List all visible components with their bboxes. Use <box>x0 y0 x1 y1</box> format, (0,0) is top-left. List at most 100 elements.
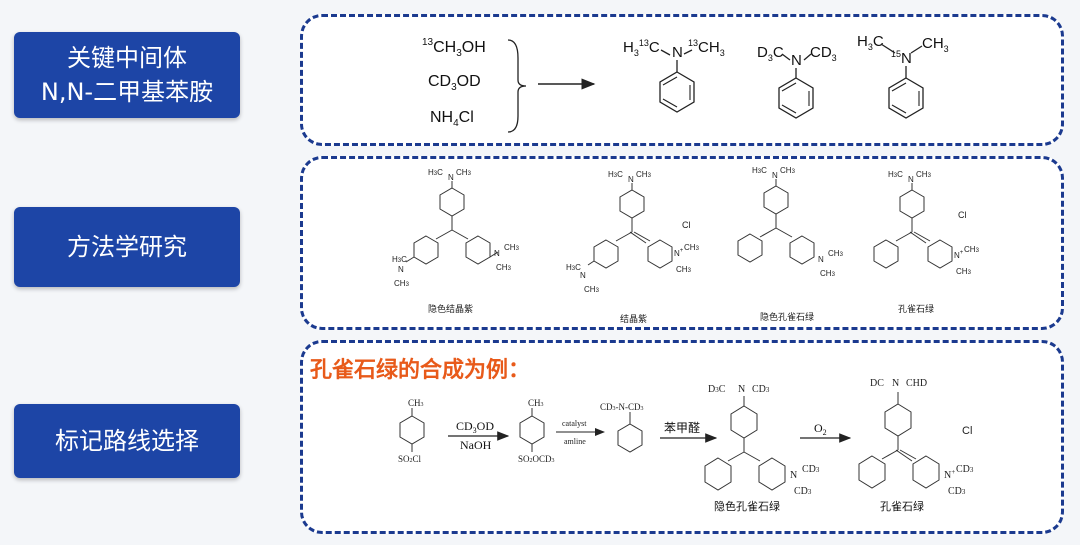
svg-text:CH3: CH3 <box>780 166 796 175</box>
reagent-13ch3oh: 13CH3OH <box>422 37 486 59</box>
structure-methyl-d3-tosylate <box>519 408 545 452</box>
svg-text:H3C: H3C <box>566 263 581 272</box>
svg-text:SO2OCD3: SO2OCD3 <box>518 454 555 464</box>
reagent-oxygen: O2 <box>814 421 827 437</box>
svg-text:H3C: H3C <box>857 33 884 52</box>
structure-malachite-green <box>873 183 953 269</box>
svg-text:CH3: CH3 <box>916 170 932 179</box>
d6-aniline-label: CD3-N-CD3 <box>600 402 644 412</box>
label-key-intermediate: 关键中间体 N,N-二甲基苯胺 <box>14 32 240 118</box>
caption-route-mg: 孔雀石绿 <box>880 499 924 513</box>
product-13c-dimethylaniline: H313C N 13CH3 <box>623 38 725 113</box>
svg-text:CD3: CD3 <box>802 464 820 475</box>
reagent-list: 13CH3OH CD3OD NH4Cl <box>422 37 486 129</box>
svg-text:CH3: CH3 <box>684 243 700 252</box>
structure-tosyl-chloride <box>399 408 425 452</box>
reagent-brace <box>507 39 527 133</box>
svg-text:CD3: CD3 <box>810 44 837 63</box>
structure-leuco-malachite-green <box>737 179 815 265</box>
reagent-benzaldehyde: 苯甲醛 <box>664 420 700 435</box>
svg-text:N+: N+ <box>954 250 964 260</box>
tosyl-chloride-labels: CH3 SO2Cl <box>398 398 424 464</box>
svg-text:CHD: CHD <box>906 378 927 389</box>
caption-malachite-green: 孔雀石绿 <box>898 303 934 315</box>
product-d6-dimethylaniline: D3C N CD3 <box>757 44 837 119</box>
reagent-naoh-label: NaOH <box>460 438 492 452</box>
svg-text:N: N <box>791 52 802 69</box>
svg-text:15N: 15N <box>891 49 912 67</box>
svg-text:N: N <box>892 378 899 389</box>
caption-crystal-violet: 结晶紫 <box>620 313 647 325</box>
svg-text:N: N <box>580 271 586 280</box>
svg-text:D3C: D3C <box>708 384 726 395</box>
svg-text:CD3: CD3 <box>752 384 770 395</box>
reagent-catalyst: catalyst <box>562 419 587 428</box>
reagent-cd3od-label: CD3OD <box>456 419 494 435</box>
label-methodology: 方法学研究 <box>14 207 240 287</box>
svg-text:N+: N+ <box>944 468 955 481</box>
reagent-nh4cl: NH4Cl <box>430 109 474 129</box>
svg-text:H313C: H313C <box>623 38 660 58</box>
svg-text:H3C: H3C <box>428 168 443 177</box>
svg-text:H3C: H3C <box>752 166 767 175</box>
svg-text:CD3: CD3 <box>794 486 812 497</box>
chloride-ion-cv: Cl <box>682 220 691 230</box>
label-route-text: 标记路线选择 <box>55 427 199 455</box>
svg-text:CH3: CH3 <box>820 269 836 278</box>
structure-leuco-mg-d12 <box>704 396 786 491</box>
svg-text:CH3: CH3 <box>584 285 600 294</box>
label-methodology-text: 方法学研究 <box>67 233 187 261</box>
svg-text:CH3: CH3 <box>922 35 949 54</box>
svg-text:N: N <box>448 173 454 182</box>
svg-text:D3C: D3C <box>757 44 784 63</box>
svg-text:CH3: CH3 <box>964 245 980 254</box>
structure-d6-dimethylaniline <box>617 412 643 453</box>
svg-text:SO2Cl: SO2Cl <box>398 454 422 464</box>
svg-text:N: N <box>628 175 634 184</box>
svg-text:H3C: H3C <box>392 255 407 264</box>
product-15n-dimethylaniline: H3C 15N CH3 <box>857 33 949 119</box>
svg-text:CH3: CH3 <box>394 279 410 288</box>
svg-text:13CH3: 13CH3 <box>688 38 725 58</box>
svg-text:N: N <box>672 44 683 61</box>
svg-text:N: N <box>772 171 778 180</box>
svg-text:N: N <box>818 255 824 264</box>
svg-text:CH3: CH3 <box>956 267 972 276</box>
svg-text:CH3: CH3 <box>408 398 424 408</box>
svg-text:N: N <box>398 265 404 274</box>
label-intermediate-line2: N,N-二甲基苯胺 <box>40 78 214 106</box>
svg-text:H3C: H3C <box>888 170 903 179</box>
svg-text:CH3: CH3 <box>528 398 544 408</box>
panel-methodology <box>300 156 1064 330</box>
panel-route <box>300 340 1064 534</box>
svg-text:N: N <box>738 384 745 395</box>
svg-text:H3C: H3C <box>608 170 623 179</box>
tosylate-labels: CH3 SO2OCD3 <box>518 398 555 464</box>
svg-text:CH3: CH3 <box>504 243 520 252</box>
structure-mg-labelled <box>858 392 940 489</box>
svg-text:CH3: CH3 <box>456 168 472 177</box>
svg-text:N: N <box>494 249 500 258</box>
svg-text:CH3: CH3 <box>636 170 652 179</box>
svg-text:CD3: CD3 <box>948 486 966 497</box>
svg-text:CH3: CH3 <box>828 249 844 258</box>
svg-text:N+: N+ <box>674 248 684 258</box>
svg-text:CH3: CH3 <box>496 263 512 272</box>
chloride-ion-mg: Cl <box>958 210 967 220</box>
reagent-cd3od: CD3OD <box>428 73 481 93</box>
label-intermediate-line1: 关键中间体 <box>67 44 187 72</box>
caption-leuco-crystal-violet: 隐色结晶紫 <box>428 303 473 315</box>
structure-leuco-crystal-violet <box>405 181 499 265</box>
chloride-ion-route: Cl <box>962 425 972 437</box>
reagent-amline: amline <box>564 437 586 446</box>
svg-text:N: N <box>790 470 797 481</box>
svg-text:CD3: CD3 <box>956 464 974 475</box>
panel-intermediate <box>300 14 1064 146</box>
route-headline: 孔雀石绿的合成为例： <box>310 358 531 383</box>
